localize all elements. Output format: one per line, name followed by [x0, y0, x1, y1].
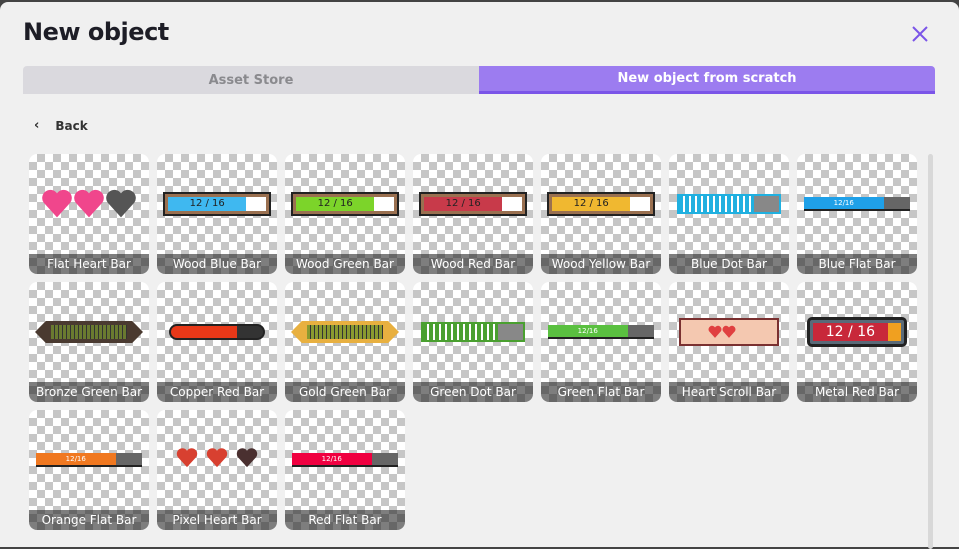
object-card-pixel-heart-bar[interactable]: Pixel Heart Bar	[157, 410, 277, 530]
bar-preview-image: 12 / 16	[419, 192, 527, 216]
bar-value-text: 12 / 16	[317, 198, 353, 209]
bar-preview-image: 12/16	[36, 453, 142, 467]
bar-value-text: 12/16	[65, 455, 86, 463]
bar-preview-image	[169, 324, 265, 340]
object-card-bronze-green-bar[interactable]: Bronze Green Bar	[29, 282, 149, 402]
object-card-label: Wood Yellow Bar	[541, 254, 661, 274]
object-card-label: Green Dot Bar	[413, 382, 533, 402]
bar-preview-image	[41, 188, 137, 220]
object-card-label: Wood Red Bar	[413, 254, 533, 274]
object-card-metal-red-bar[interactable]: 12 / 16 Metal Red Bar	[797, 282, 917, 402]
object-card-label: Orange Flat Bar	[29, 510, 149, 530]
bar-preview-image	[677, 194, 781, 214]
object-card-label: Red Flat Bar	[285, 510, 405, 530]
bar-preview-image: 12 / 16	[807, 317, 907, 347]
bar-preview-image: 12 / 16	[163, 192, 271, 216]
bar-value-text: 12 / 16	[445, 198, 481, 209]
bar-value-text: 12/16	[833, 199, 854, 207]
object-card-label: Heart Scroll Bar	[669, 382, 789, 402]
object-card-label: Blue Dot Bar	[669, 254, 789, 274]
object-card-wood-blue-bar[interactable]: 12 / 16 Wood Blue Bar	[157, 154, 277, 274]
object-card-label: Pixel Heart Bar	[157, 510, 277, 530]
chevron-left-icon: ‹	[34, 118, 40, 133]
bar-value-text: 12/16	[577, 327, 598, 335]
dialog-title: New object	[23, 18, 169, 46]
bar-value-text: 12 / 16	[825, 324, 876, 340]
object-card-blue-dot-bar[interactable]: Blue Dot Bar	[669, 154, 789, 274]
bar-value-text: 12 / 16	[189, 198, 225, 209]
scrollbar[interactable]	[928, 154, 933, 549]
object-card-label: Copper Red Bar	[157, 382, 277, 402]
object-card-label: Blue Flat Bar	[797, 254, 917, 274]
bar-preview-image	[679, 318, 779, 346]
object-card-wood-yellow-bar[interactable]: 12 / 16 Wood Yellow Bar	[541, 154, 661, 274]
tab-asset-store[interactable]: Asset Store	[23, 66, 479, 94]
bar-value-text: 12/16	[321, 455, 342, 463]
object-card-label: Green Flat Bar	[541, 382, 661, 402]
bar-preview-image: 12 / 16	[291, 192, 399, 216]
bar-preview-image: 12/16	[292, 453, 398, 467]
object-card-label: Bronze Green Bar	[29, 382, 149, 402]
object-card-wood-green-bar[interactable]: 12 / 16 Wood Green Bar	[285, 154, 405, 274]
back-label: Back	[55, 118, 88, 133]
object-card-wood-red-bar[interactable]: 12 / 16 Wood Red Bar	[413, 154, 533, 274]
bar-preview-image	[421, 322, 525, 342]
bar-preview-image: 12/16	[804, 197, 910, 211]
object-card-flat-heart-bar[interactable]: Flat Heart Bar	[29, 154, 149, 274]
object-card-label: Metal Red Bar	[797, 382, 917, 402]
bar-preview-image: 12 / 16	[547, 192, 655, 216]
tab-bar: Asset Store New object from scratch	[23, 66, 935, 94]
bar-value-text: 12 / 16	[573, 198, 609, 209]
object-card-heart-scroll-bar[interactable]: Heart Scroll Bar	[669, 282, 789, 402]
object-card-label: Wood Blue Bar	[157, 254, 277, 274]
object-card-copper-red-bar[interactable]: Copper Red Bar	[157, 282, 277, 402]
bar-preview-image	[35, 321, 143, 343]
bar-preview-image	[172, 447, 262, 473]
bar-preview-image	[291, 321, 399, 343]
object-card-label: Wood Green Bar	[285, 254, 405, 274]
object-card-green-dot-bar[interactable]: Green Dot Bar	[413, 282, 533, 402]
back-button[interactable]: ‹ Back	[34, 118, 88, 133]
tab-new-object-from-scratch[interactable]: New object from scratch	[479, 66, 935, 94]
object-card-label: Gold Green Bar	[285, 382, 405, 402]
close-icon[interactable]	[908, 22, 932, 46]
bar-preview-image: 12/16	[548, 325, 654, 339]
object-card-label: Flat Heart Bar	[29, 254, 149, 274]
object-card-gold-green-bar[interactable]: Gold Green Bar	[285, 282, 405, 402]
